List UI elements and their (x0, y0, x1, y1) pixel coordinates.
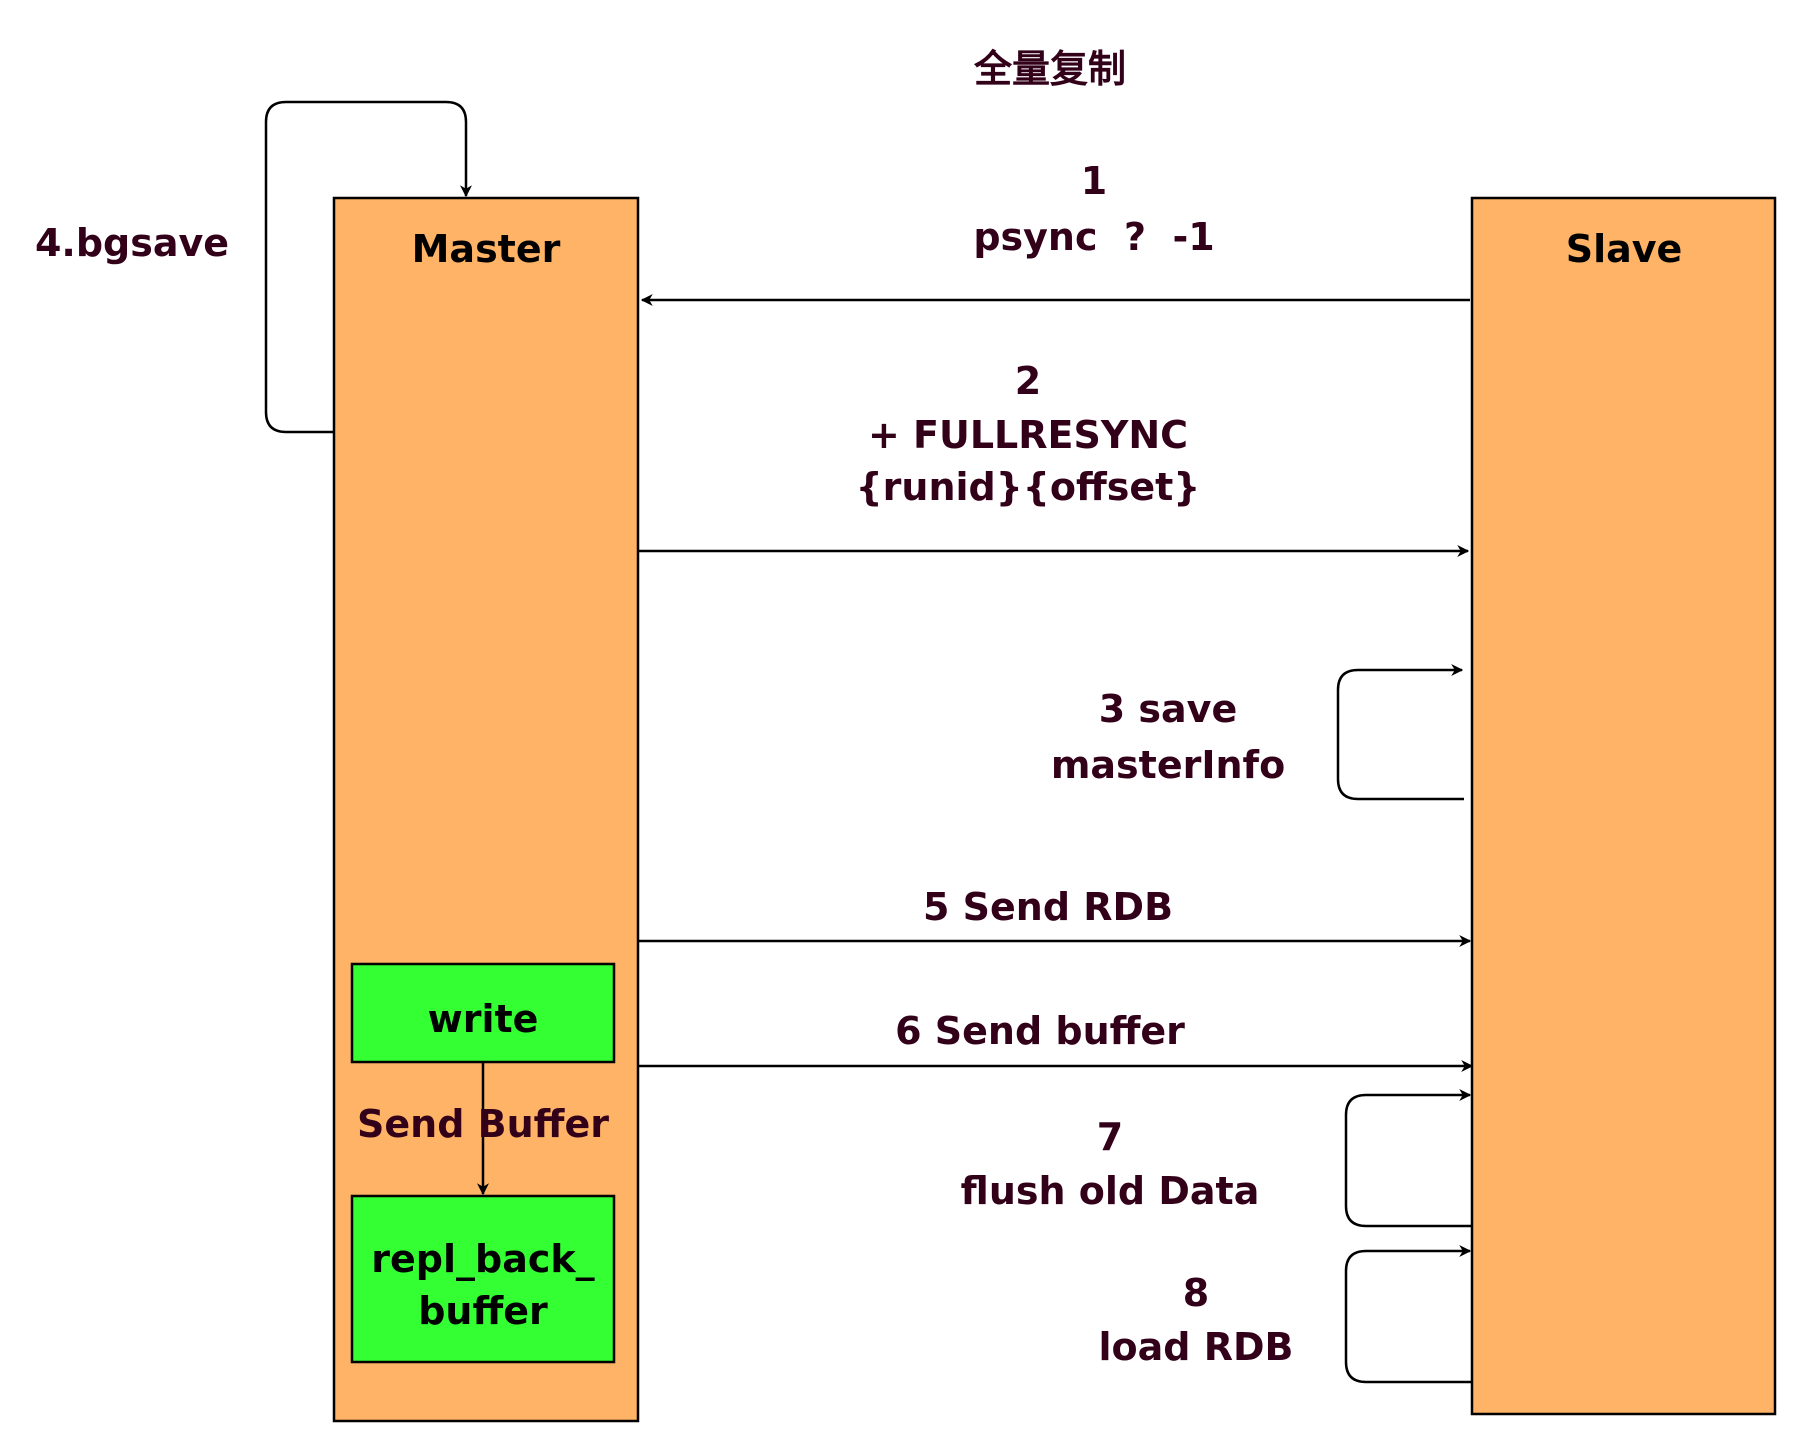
step8-label-line2: load RDB (1099, 1325, 1294, 1369)
repl-back-buffer-label-line2: buffer (418, 1289, 548, 1333)
write-box[interactable] (350, 962, 616, 1064)
repl-back-buffer-box[interactable] (350, 1194, 616, 1364)
slave-box[interactable] (1470, 196, 1777, 1416)
step8-label-line1: 8 (1183, 1271, 1209, 1315)
repl-back-buffer-node[interactable]: repl_back_ buffer (350, 1194, 616, 1364)
step1-label-line1: 1 (1081, 159, 1107, 203)
master-label: Master (412, 227, 561, 271)
step8-load-rdb-arrow[interactable] (1344, 1245, 1472, 1384)
step2-label-line3: {runid}{offset} (856, 465, 1201, 509)
repl-back-buffer-label-line1: repl_back_ (371, 1237, 594, 1281)
step7-flush-arrow[interactable] (1344, 1089, 1472, 1228)
step3-save-masterinfo-arrow[interactable] (1336, 664, 1464, 801)
step2-label-line2: + FULLRESYNC (868, 413, 1188, 457)
step7-label-line2: flush old Data (961, 1169, 1260, 1213)
diagram-title: 全量复制 (973, 46, 1126, 91)
step3-label-line1: 3 save (1099, 687, 1237, 731)
step5-label: 5 Send RDB (923, 885, 1173, 929)
step1-label-line2: psync ? -1 (973, 215, 1214, 259)
step4-label: 4.bgsave (35, 221, 229, 265)
write-node[interactable]: write (350, 962, 616, 1064)
send-buffer-label: Send Buffer (357, 1102, 609, 1146)
slave-node[interactable]: Slave (1470, 196, 1777, 1416)
slave-label: Slave (1566, 227, 1683, 271)
step6-label: 6 Send buffer (895, 1009, 1185, 1053)
write-label: write (428, 997, 539, 1041)
step7-label-line1: 7 (1097, 1115, 1123, 1159)
step4-bgsave-arrow[interactable] (264, 100, 472, 434)
step3-label-line2: masterInfo (1051, 743, 1285, 787)
step2-label-line1: 2 (1015, 359, 1041, 403)
